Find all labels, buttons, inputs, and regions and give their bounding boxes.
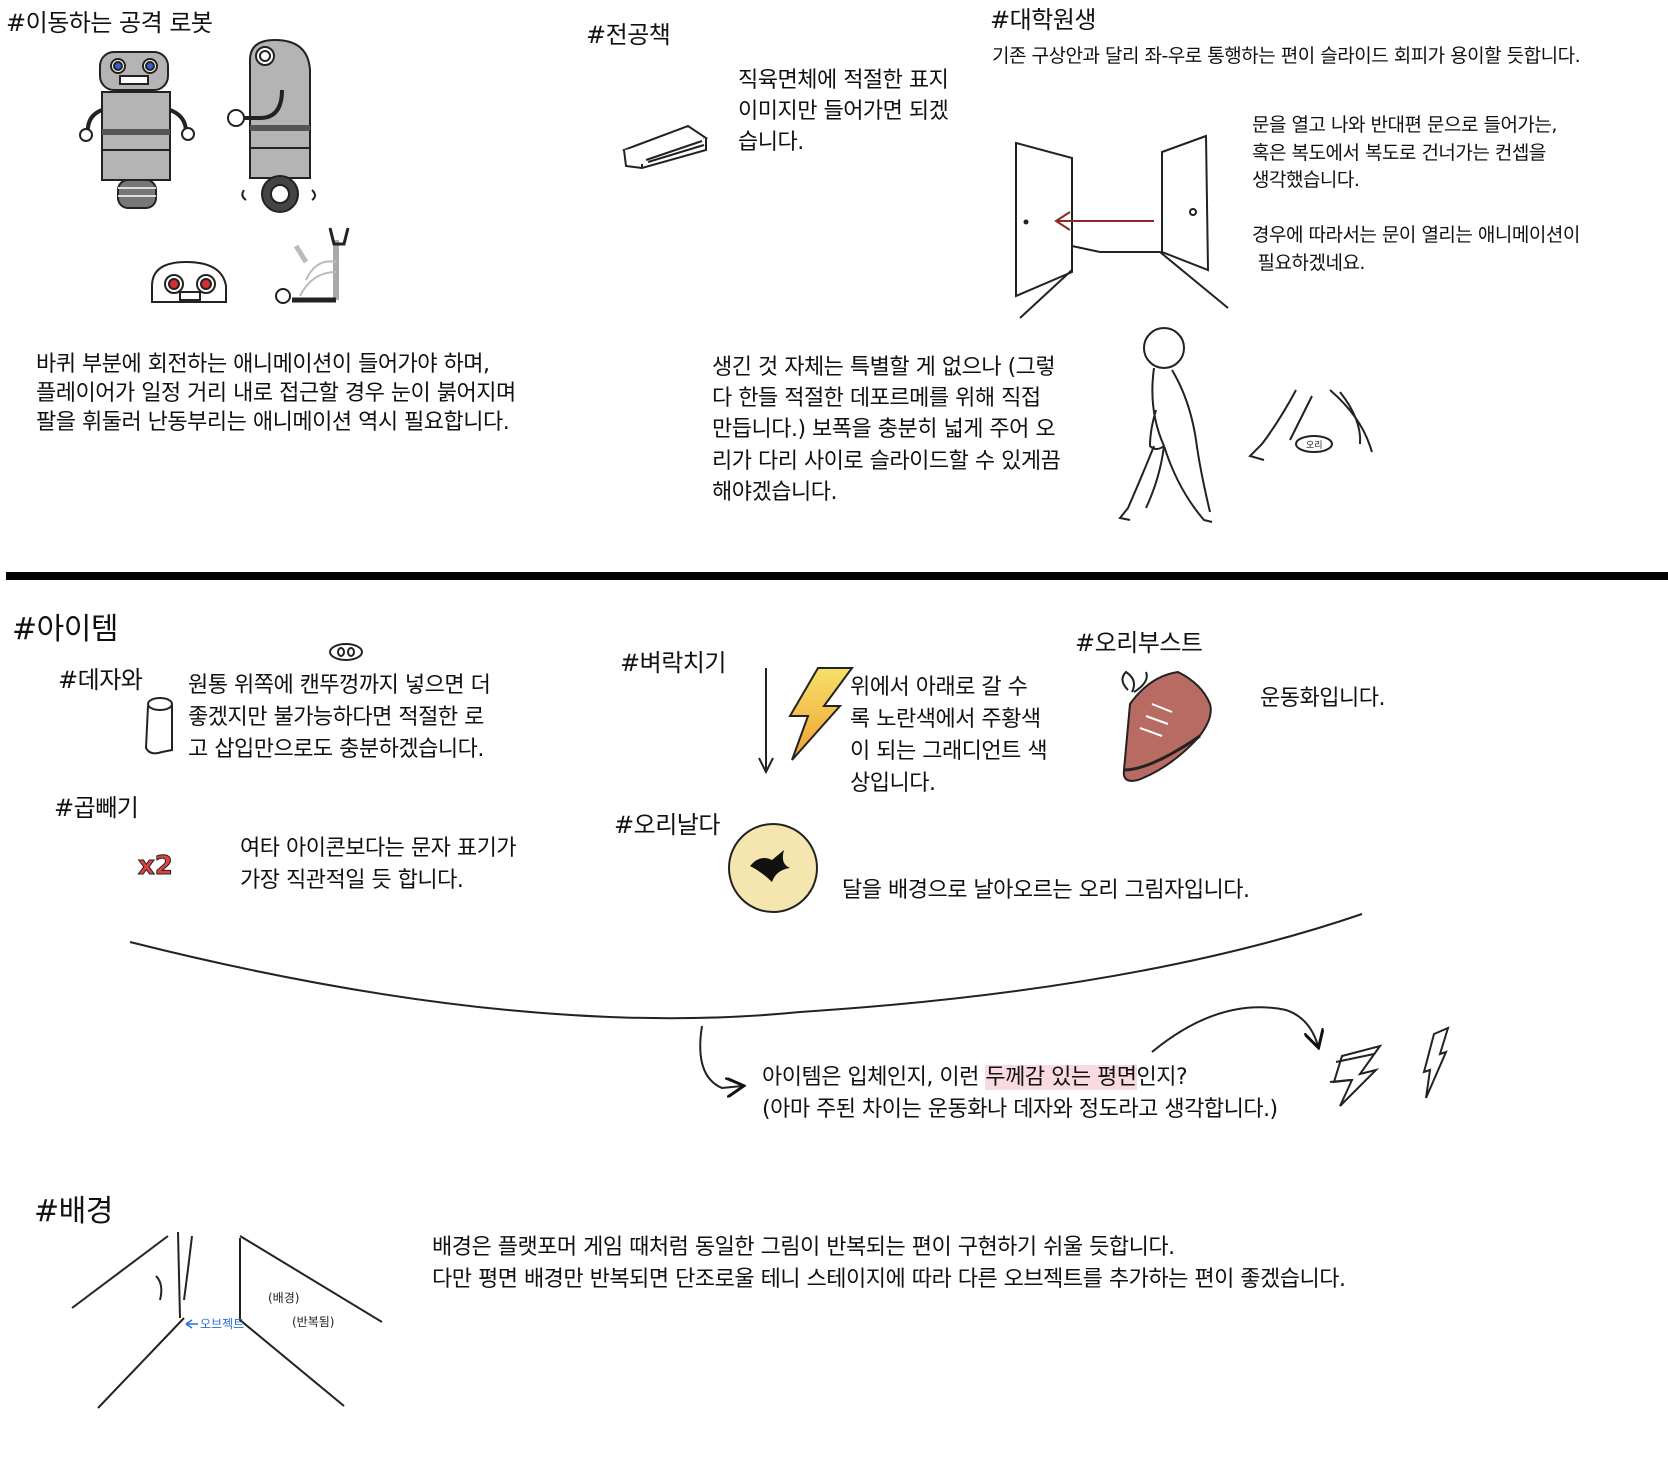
flat-bolt-icon [1329, 1044, 1383, 1107]
lightning-direction-arrow-icon [758, 668, 774, 775]
question-text-a: 아이템은 입체인지, 이런 [762, 1065, 986, 1090]
repeat-label: (반복됨) [292, 1315, 334, 1329]
object-label: 오브젝트 [200, 1317, 244, 1331]
duck-fly-title: #오리날다 [614, 811, 720, 839]
robot-description: 바퀴 부분에 회전하는 애니메이션이 들어가야 하며, 플레이어가 일정 거리 … [36, 352, 516, 436]
question-hook-arrow [699, 1025, 742, 1088]
corridor-doors-icon [1015, 134, 1229, 319]
sneaker-icon [1121, 670, 1212, 782]
duck-boost-description: 운동화입니다. [1260, 686, 1385, 711]
bg-label: (배경) [268, 1291, 299, 1305]
object-label-arrow [185, 1319, 198, 1329]
section-curve [129, 913, 1363, 1020]
robot-red-eye-head-icon [151, 260, 227, 303]
book-description: 직육면체에 적절한 표지 이미지만 들어가면 되겠 습니다. [738, 68, 949, 156]
items-title: #아이템 [12, 612, 118, 647]
background-title: #배경 [34, 1194, 113, 1229]
robot-title: #이동하는 공격 로봇 [6, 9, 213, 37]
grad-title: #대학원생 [990, 6, 1096, 34]
duck-label: 오리 [1306, 440, 1323, 451]
corridor-arrow-icon [1054, 211, 1154, 231]
lightning-description: 위에서 아래로 갈 수 록 노란색에서 주황색 이 되는 그래디언트 색 상입니… [850, 675, 1048, 796]
robot-arm-swing-icon [275, 227, 350, 304]
duck-fly-description: 달을 배경으로 날아오르는 오리 그림자입니다. [842, 878, 1250, 903]
can-lid-icon [329, 643, 363, 661]
item-question-note: (아마 주된 차이는 운동화나 데자와 정도라고 생각합니다.) [762, 1097, 1278, 1122]
grad-student-walking-icon [1118, 327, 1213, 523]
item-question: 아이템은 입체인지, 이런 두께감 있는 평면인지? [762, 1063, 1188, 1092]
times2-icon-text: x2 [138, 851, 173, 881]
background-description: 배경은 플랫포머 게임 때처럼 동일한 그림이 반복되는 편이 구현하기 쉬울 … [432, 1235, 1346, 1292]
times2-icon: x2 [136, 848, 196, 882]
lightning-bolt-icon [788, 667, 854, 761]
robot-front-icon [79, 51, 195, 209]
duck-slide-under-legs-icon [1248, 389, 1373, 461]
textbook-icon [621, 124, 709, 170]
section-divider [6, 572, 1668, 580]
dejawa-can-icon [144, 697, 173, 755]
lightning-title: #벼락치기 [620, 649, 726, 677]
dejawa-title: #데자와 [58, 666, 143, 694]
book-title: #전공책 [586, 21, 671, 49]
times2-description: 여타 아이콘보다는 문자 표기가 가장 직관적일 듯 합니다. [240, 836, 517, 893]
duck-boost-title: #오리부스트 [1075, 629, 1203, 657]
grad-description: 기존 구상안과 달리 좌-우로 통행하는 편이 슬라이드 회피가 용이할 듯합니… [992, 45, 1581, 67]
moon-duck-icon [728, 823, 818, 913]
question-curve-arrow [1151, 1006, 1318, 1053]
grad-shape-note: 생긴 것 자체는 특별할 게 없으나 (그렇 다 한들 적절한 데포르메를 위해… [712, 355, 1061, 505]
times2-title: #곱빼기 [54, 794, 139, 822]
door-note: 문을 열고 나와 반대편 문으로 들어가는, 혹은 복도에서 복도로 건너가는 … [1252, 114, 1580, 274]
thick-bolt-icon [1422, 1026, 1450, 1099]
background-perspective-sketch [71, 1231, 383, 1409]
question-text-b: 인지? [1136, 1065, 1188, 1090]
robot-side-icon [227, 38, 316, 213]
dejawa-description: 원통 위쪽에 캔뚜껑까지 넣으면 더 좋겠지만 불가능하다면 적절한 로 고 삽… [188, 673, 491, 762]
question-highlight: 두께감 있는 평면 [985, 1065, 1137, 1090]
